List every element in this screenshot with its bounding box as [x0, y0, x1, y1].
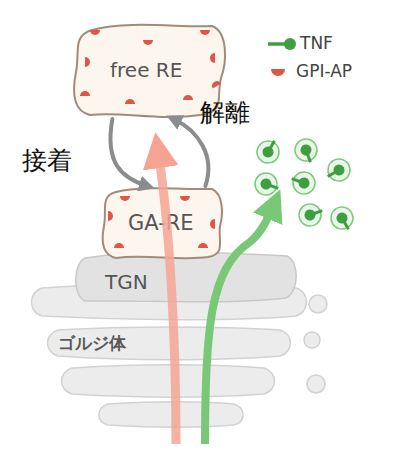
transition-arrow — [110, 119, 147, 186]
edge-label: 接着 — [22, 144, 72, 177]
organelle-node: GA-RE — [100, 186, 224, 260]
tnf-transport-arrow — [205, 204, 274, 444]
organelle-name: GA-RE — [128, 211, 194, 235]
organelle-node: ゴルジ体 — [28, 282, 328, 444]
edge-label: 解離 — [200, 96, 250, 129]
organelle-outline — [28, 282, 328, 444]
legend-text: TNF — [300, 33, 333, 53]
organelle-name: TGN — [105, 270, 148, 294]
gpi-ap-transport-arrow — [158, 150, 176, 444]
transition-arrow — [174, 119, 209, 186]
organelle-name: free RE — [110, 58, 182, 82]
tnf-vesicles — [252, 135, 358, 235]
legend-text: GPI-AP — [296, 61, 352, 81]
organelle-name: ゴルジ体 — [58, 332, 126, 355]
gpi-anchored-proteins — [80, 30, 221, 248]
